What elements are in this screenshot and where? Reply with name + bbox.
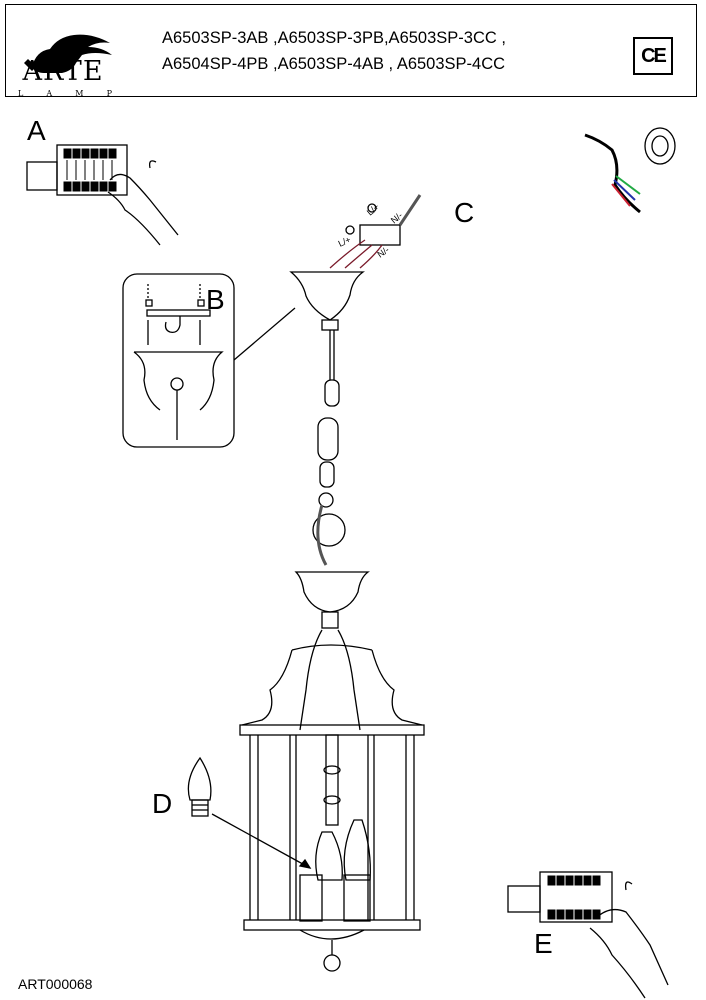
step-label-b: B xyxy=(206,284,225,315)
breaker-panel-a-icon xyxy=(26,144,179,246)
step-label-e: E xyxy=(534,928,553,959)
wire-label-neutral: N/- xyxy=(375,245,391,260)
step-label-d: D xyxy=(152,788,173,819)
breaker-panel-e-icon xyxy=(507,871,669,999)
ce-mark: CE xyxy=(633,37,673,75)
brand-name: ARTE xyxy=(22,56,104,87)
step-label-c: C xyxy=(454,197,475,228)
griffin-logo-icon xyxy=(24,34,112,73)
canopy-icon xyxy=(289,271,365,331)
wire-label-live-upper: L/+ xyxy=(365,202,381,218)
step-label-a: A xyxy=(27,115,46,146)
lantern-body-icon xyxy=(239,571,425,972)
terminal-block-c-icon xyxy=(329,194,422,269)
wire-label-live: L/+ xyxy=(337,234,353,248)
insulated-connector-icon xyxy=(584,127,676,214)
candle-bulb-d-icon xyxy=(187,756,212,817)
model-line-1: A6503SP-3AB ,A6503SP-3PB,A6503SP-3CC , xyxy=(162,29,506,47)
model-line-2: A6504SP-4PB ,A6503SP-4AB , A6503SP-4CC xyxy=(162,55,506,73)
document-code: ART000068 xyxy=(18,976,93,992)
model-list: A6503SP-3AB ,A6503SP-3PB,A6503SP-3CC , A… xyxy=(162,25,506,77)
ceiling-mount-detail-b-icon xyxy=(122,273,235,448)
chain-icon xyxy=(312,330,346,566)
